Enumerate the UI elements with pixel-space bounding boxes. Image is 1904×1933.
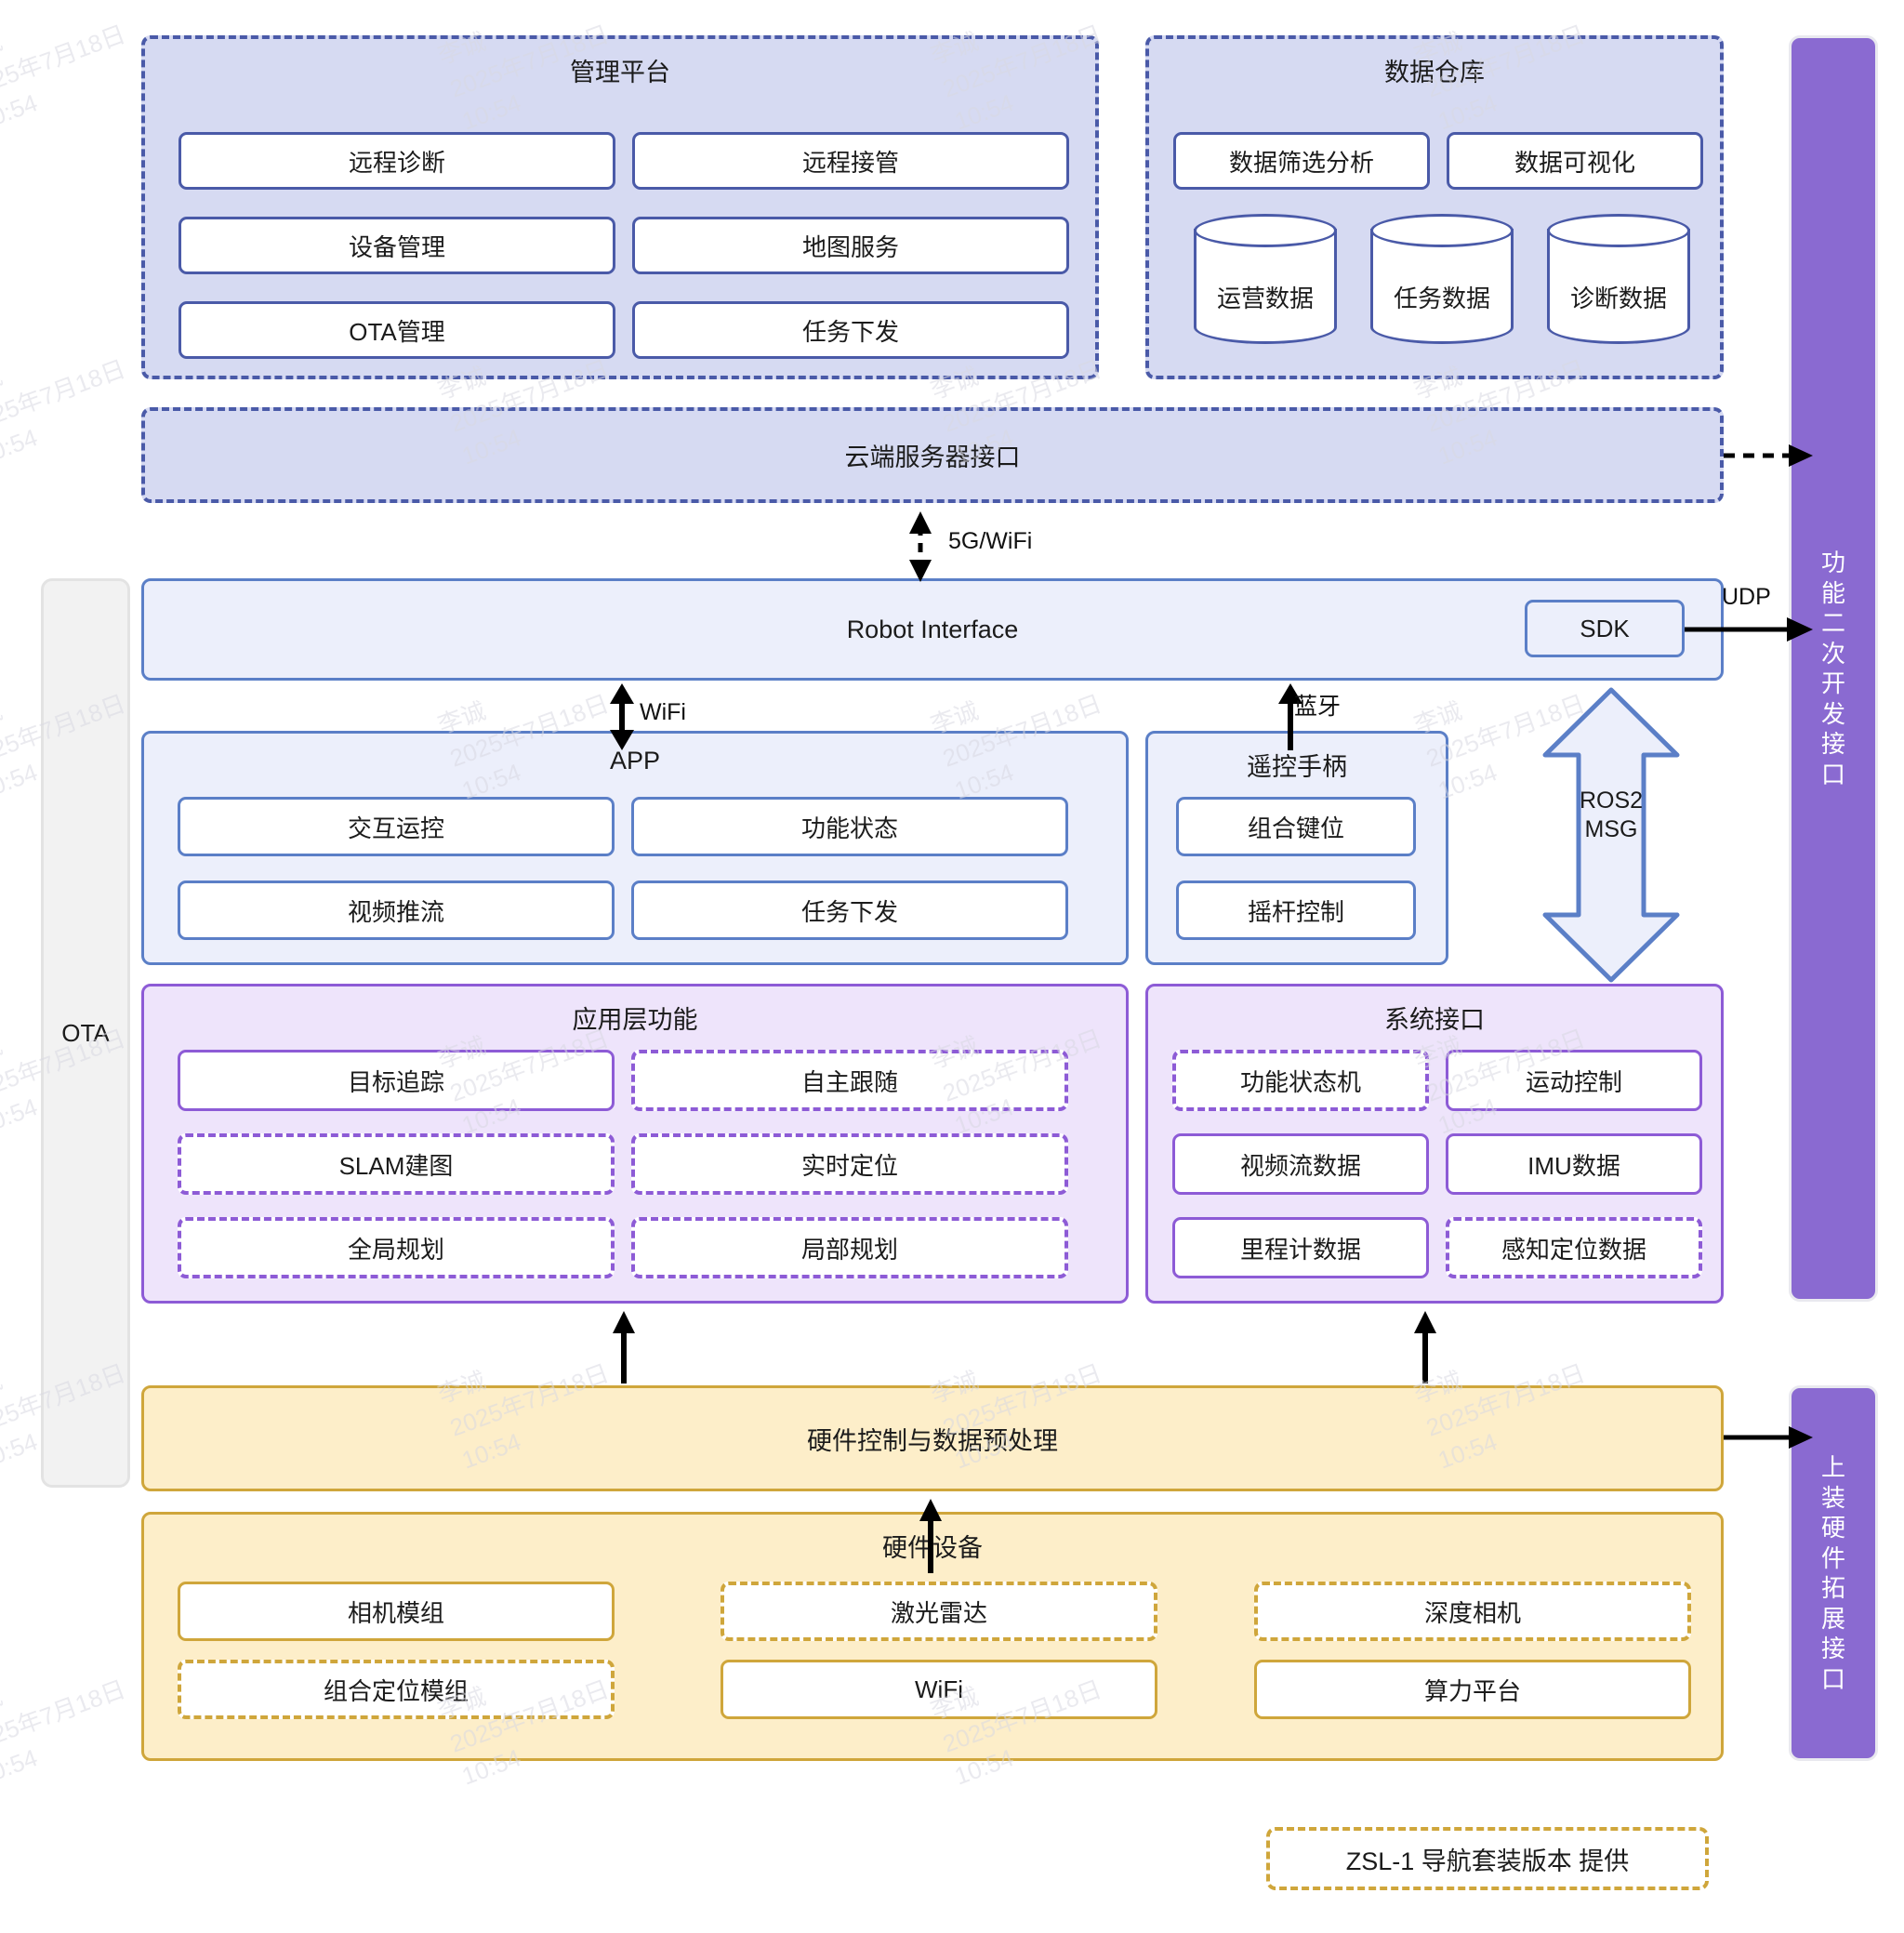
robot-interface-label: Robot Interface [846, 615, 1019, 643]
controller-link-arrow [1278, 683, 1302, 750]
watermark: 李诚 2025年7月18日 10:54 [0, 353, 129, 470]
sidebar-hw-expansion-label: 上装硬件拓展接口 [1820, 1453, 1845, 1693]
sidebar-ota-label: OTA [61, 1018, 110, 1047]
app-item-video-streaming[interactable]: 视频推流 [178, 880, 615, 940]
al-item-local-planning[interactable]: 局部规划 [631, 1217, 1068, 1278]
mp-item-task-dispatch[interactable]: 任务下发 [632, 301, 1069, 359]
application-layer-title: 应用层功能 [572, 1006, 698, 1034]
rc-item-joystick-control[interactable]: 摇杆控制 [1176, 880, 1416, 940]
al-item-global-planning[interactable]: 全局规划 [178, 1217, 615, 1278]
sdk-chip[interactable]: SDK [1525, 600, 1685, 657]
watermark: 李诚 2025年7月18日 10:54 [0, 19, 129, 136]
mp-item-ota-management[interactable]: OTA管理 [178, 301, 615, 359]
hw-item-camera-module[interactable]: 相机模组 [178, 1582, 615, 1641]
devices-to-control-arrow [919, 1499, 942, 1573]
dw-item-data-visualization[interactable]: 数据可视化 [1447, 132, 1703, 190]
mp-item-remote-takeover[interactable]: 远程接管 [632, 132, 1069, 190]
si-item-motion-control[interactable]: 运动控制 [1446, 1050, 1702, 1111]
cylinder-body [1194, 229, 1337, 344]
ros2-msg-label: ROS2 MSG [1579, 788, 1644, 843]
robot-interface-bar[interactable]: Robot Interface [141, 578, 1724, 681]
app-title: APP [609, 747, 661, 775]
ros2-msg-arrow: ROS2 MSG [1541, 686, 1681, 984]
udp-arrow [1685, 617, 1813, 642]
app-item-function-status[interactable]: 功能状态 [631, 797, 1068, 856]
hardware-devices-panel: 硬件设备 相机模组 激光雷达 深度相机 组合定位模组 WiFi 算力平台 [141, 1512, 1724, 1761]
al-item-slam-mapping[interactable]: SLAM建图 [178, 1133, 615, 1195]
sidebar-dev-interface[interactable]: 功能二次开发接口 [1789, 35, 1878, 1302]
legend-zsl1: ZSL-1 导航套装版本 提供 [1266, 1827, 1709, 1890]
data-warehouse-title: 数据仓库 [1384, 59, 1485, 86]
cylinder-label: 诊断数据 [1569, 285, 1667, 312]
app-link-arrow [610, 683, 634, 750]
si-item-function-state-machine[interactable]: 功能状态机 [1172, 1050, 1429, 1111]
si-item-perception-localization-data[interactable]: 感知定位数据 [1446, 1217, 1702, 1278]
controller-link-label: 蓝牙 [1294, 694, 1342, 720]
cylinder-top [1547, 214, 1690, 247]
al-item-target-tracking[interactable]: 目标追踪 [178, 1050, 615, 1111]
mp-item-device-management[interactable]: 设备管理 [178, 217, 615, 274]
application-layer-panel: 应用层功能 目标追踪 自主跟随 SLAM建图 实时定位 全局规划 局部规划 [141, 984, 1129, 1304]
cylinder-label: 运营数据 [1216, 285, 1314, 312]
si-item-video-stream-data[interactable]: 视频流数据 [1172, 1133, 1429, 1195]
sidebar-dev-interface-label: 功能二次开发接口 [1820, 549, 1845, 788]
si-item-odometry-data[interactable]: 里程计数据 [1172, 1217, 1429, 1278]
dw-item-data-filter-analysis[interactable]: 数据筛选分析 [1173, 132, 1430, 190]
management-platform-panel: 管理平台 远程诊断 远程接管 设备管理 地图服务 OTA管理 任务下发 [141, 35, 1099, 379]
udp-label: UDP [1722, 584, 1771, 610]
management-platform-title: 管理平台 [570, 59, 670, 86]
mp-item-remote-diagnosis[interactable]: 远程诊断 [178, 132, 615, 190]
data-warehouse-panel: 数据仓库 数据筛选分析 数据可视化 运营数据 任务数据 诊断数据 [1145, 35, 1724, 379]
system-interface-title: 系统接口 [1384, 1006, 1485, 1034]
sidebar-ota[interactable]: OTA [41, 578, 130, 1488]
app-panel: APP 交互运控 功能状态 视频推流 任务下发 [141, 731, 1129, 965]
watermark: 李诚 2025年7月18日 10:54 [0, 1674, 129, 1791]
al-item-autonomous-follow[interactable]: 自主跟随 [631, 1050, 1068, 1111]
system-interface-panel: 系统接口 功能状态机 运动控制 视频流数据 IMU数据 里程计数据 感知定位数据 [1145, 984, 1724, 1304]
hwcontrol-to-expansion-arrow [1724, 1426, 1813, 1449]
cloud-server-interface-bar[interactable]: 云端服务器接口 [141, 407, 1724, 503]
app-item-task-dispatch[interactable]: 任务下发 [631, 880, 1068, 940]
app-link-label: WiFi [640, 699, 686, 725]
cloud-to-dev-arrow [1724, 444, 1813, 467]
rc-item-combo-keys[interactable]: 组合键位 [1176, 797, 1416, 856]
cylinder-body [1547, 229, 1690, 344]
hw-item-lidar[interactable]: 激光雷达 [721, 1582, 1157, 1641]
hw-item-depth-camera[interactable]: 深度相机 [1254, 1582, 1691, 1641]
app-item-interactive-control[interactable]: 交互运控 [178, 797, 615, 856]
dw-db-task-data[interactable]: 任务数据 [1370, 214, 1514, 344]
cylinder-top [1370, 214, 1514, 247]
dw-db-diagnostic-data[interactable]: 诊断数据 [1547, 214, 1690, 344]
hw-to-system-interface-arrow [1414, 1311, 1436, 1384]
hw-item-compute-platform[interactable]: 算力平台 [1254, 1660, 1691, 1719]
al-item-realtime-localization[interactable]: 实时定位 [631, 1133, 1068, 1195]
remote-controller-panel: 遥控手柄 组合键位 摇杆控制 [1145, 731, 1448, 965]
cloud-link-label: 5G/WiFi [948, 528, 1033, 554]
hardware-control-bar[interactable]: 硬件控制与数据预处理 [141, 1385, 1724, 1491]
hw-item-wifi[interactable]: WiFi [721, 1660, 1157, 1719]
si-item-imu-data[interactable]: IMU数据 [1446, 1133, 1702, 1195]
cylinder-top [1194, 214, 1337, 247]
dw-db-operations-data[interactable]: 运营数据 [1194, 214, 1337, 344]
hw-item-integrated-positioning-module[interactable]: 组合定位模组 [178, 1660, 615, 1719]
cylinder-body [1370, 229, 1514, 344]
hw-to-application-arrow [613, 1311, 635, 1384]
cloud-link-arrow [909, 511, 932, 582]
mp-item-map-service[interactable]: 地图服务 [632, 217, 1069, 274]
sidebar-hw-expansion[interactable]: 上装硬件拓展接口 [1789, 1385, 1878, 1761]
remote-controller-title: 遥控手柄 [1247, 753, 1347, 781]
cylinder-label: 任务数据 [1393, 285, 1490, 312]
